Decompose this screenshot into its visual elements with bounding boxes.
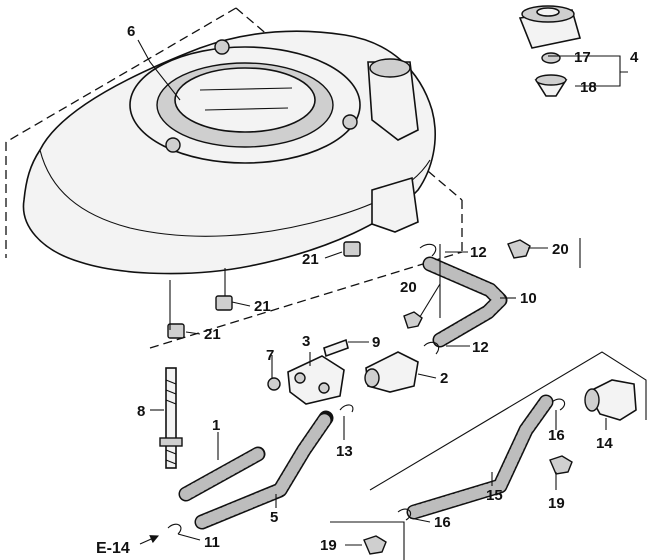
section-divider-right (369, 351, 647, 491)
callout-10: 10 (520, 290, 537, 307)
grommet-21-lower (167, 323, 185, 339)
callout-5: 5 (270, 509, 278, 526)
callout-3: 3 (302, 333, 310, 350)
hose-clip-12-lower (423, 341, 440, 355)
hose-clip-16-lower (397, 508, 412, 521)
callout-14: 14 (596, 435, 613, 452)
callout-2: 2 (440, 370, 448, 387)
callout-4: 4 (630, 49, 639, 66)
stud-bolt (159, 367, 183, 469)
hose-clip-16-upper (551, 398, 566, 411)
fuel-cap (518, 5, 582, 49)
cap-seal (541, 52, 561, 64)
bolt-20-upper (507, 239, 531, 259)
fuel-tank (22, 30, 436, 275)
callout-13: 13 (336, 443, 353, 460)
fuel-valve (364, 351, 419, 393)
callout-11: 11 (204, 534, 220, 551)
flange-nut (267, 377, 281, 391)
hose-clip-12-upper (419, 243, 437, 257)
callout-21-upper: 21 (302, 251, 319, 268)
grommet-21-upper (343, 241, 361, 257)
cap-strainer (534, 74, 568, 97)
callout-12-upper: 12 (470, 244, 487, 261)
valve-screw (323, 338, 349, 358)
hose-clip-11 (167, 523, 182, 535)
callout-18: 18 (580, 79, 597, 96)
callout-20-lower: 20 (400, 279, 417, 296)
callout-19-upper: 19 (548, 495, 565, 512)
bolt-19-upper (549, 455, 573, 475)
callout-19-lower: 19 (320, 537, 337, 554)
bolt-19-lower (363, 535, 387, 555)
callout-12-lower: 12 (472, 339, 489, 356)
callout-16-upper: 16 (548, 427, 565, 444)
callout-16-lower: 16 (434, 514, 451, 531)
callout-17: 17 (574, 49, 591, 66)
bolt-20-lower (403, 311, 423, 329)
callout-21-middle: 21 (254, 298, 271, 315)
callout-7: 7 (266, 347, 274, 364)
callout-6: 6 (127, 23, 135, 40)
callout-8: 8 (137, 403, 145, 420)
callout-1: 1 (212, 417, 220, 434)
cap-bracket (560, 55, 628, 87)
callout-20-upper: 20 (552, 241, 569, 258)
callout-15: 15 (486, 487, 503, 504)
grommet-21-middle (215, 295, 233, 311)
callout-9: 9 (372, 334, 380, 351)
hose-joint (584, 379, 637, 421)
callout-21-lower: 21 (204, 326, 221, 343)
hose-clip-13 (339, 404, 354, 413)
page-reference[interactable]: E-14 (96, 540, 130, 557)
fuel-valve-body (287, 355, 345, 405)
